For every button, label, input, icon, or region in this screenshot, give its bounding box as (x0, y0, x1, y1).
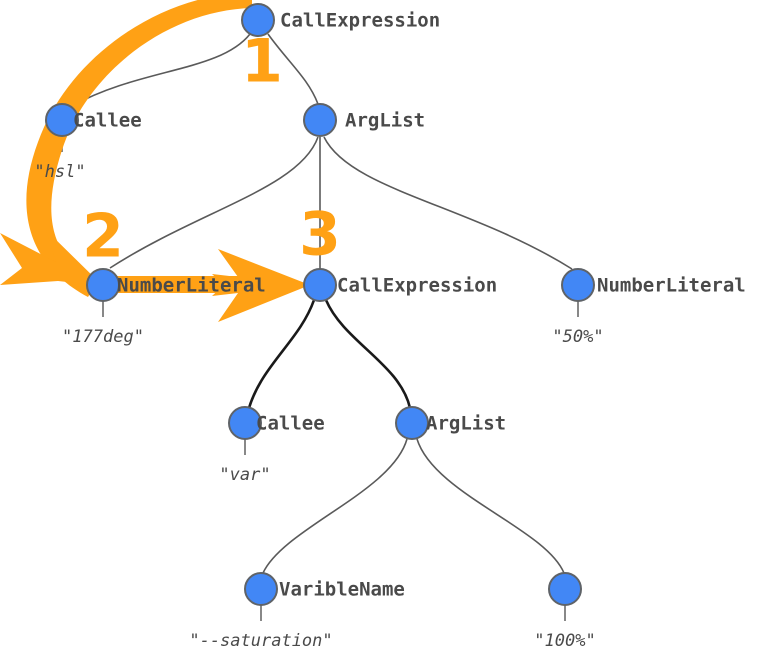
node-label-root: CallExpression (280, 10, 440, 32)
node-group (45, 3, 595, 606)
node-numlit3[interactable] (548, 572, 582, 606)
node-label-arglist1: ArgList (345, 110, 425, 132)
node-numlit2[interactable] (561, 268, 595, 302)
value-label-numlit2: "50%" (552, 327, 603, 347)
edge-root-to-arglist1 (267, 33, 319, 105)
node-varname[interactable] (244, 572, 278, 606)
annotation-arrow-2-to-3 (103, 249, 310, 322)
node-numlit1[interactable] (86, 268, 120, 302)
edge-arglist1-to-numlit2 (323, 136, 573, 270)
node-root[interactable] (241, 3, 275, 37)
curved-arrow-head (0, 230, 103, 286)
node-label-varname: VaribleName (279, 579, 405, 601)
node-arglist1[interactable] (303, 103, 337, 137)
node-label-numlit2: NumberLiteral (597, 275, 746, 297)
node-label-arglist2: ArgList (426, 413, 506, 435)
node-callee2[interactable] (228, 406, 262, 440)
step-number-1: 1 (241, 27, 283, 97)
edge-arglist2-to-numlit3 (416, 438, 565, 574)
value-label-callee2: "var" (219, 465, 270, 485)
step-number-group: 1 2 3 (82, 27, 341, 272)
edge-group (71, 33, 573, 574)
node-callee1[interactable] (45, 103, 79, 137)
step-number-2: 2 (82, 202, 124, 272)
curved-arrow-body (26, 0, 252, 297)
value-label-numlit3: "100%" (534, 631, 595, 651)
value-label-callee1: "hsl" (34, 162, 85, 182)
edge-call2-to-callee2 (247, 299, 316, 409)
edge-root-to-callee1 (71, 33, 251, 107)
node-label-group: CallExpression Callee ArgList NumberLite… (73, 10, 746, 601)
node-label-callee2: Callee (256, 413, 325, 435)
node-label-call2: CallExpression (337, 275, 497, 297)
annotation-arrow-1-to-2 (0, 0, 252, 297)
value-label-varname: "--saturation" (189, 631, 332, 651)
node-arglist2[interactable] (395, 406, 429, 440)
edge-call2-to-arglist2 (324, 299, 412, 409)
step-number-3: 3 (299, 200, 341, 270)
value-label-group: "hsl" "177deg" "50%" "var" "--saturation… (34, 162, 603, 651)
edge-arglist1-to-numlit1 (109, 136, 319, 269)
straight-arrow-head (212, 249, 310, 322)
straight-arrow-body (103, 276, 243, 293)
edge-arglist2-to-varname (262, 438, 408, 574)
node-call2[interactable] (303, 268, 337, 302)
node-label-callee1: Callee (73, 110, 142, 132)
value-label-numlit1: "177deg" (62, 327, 144, 347)
node-label-numlit1: NumberLiteral (117, 275, 266, 297)
